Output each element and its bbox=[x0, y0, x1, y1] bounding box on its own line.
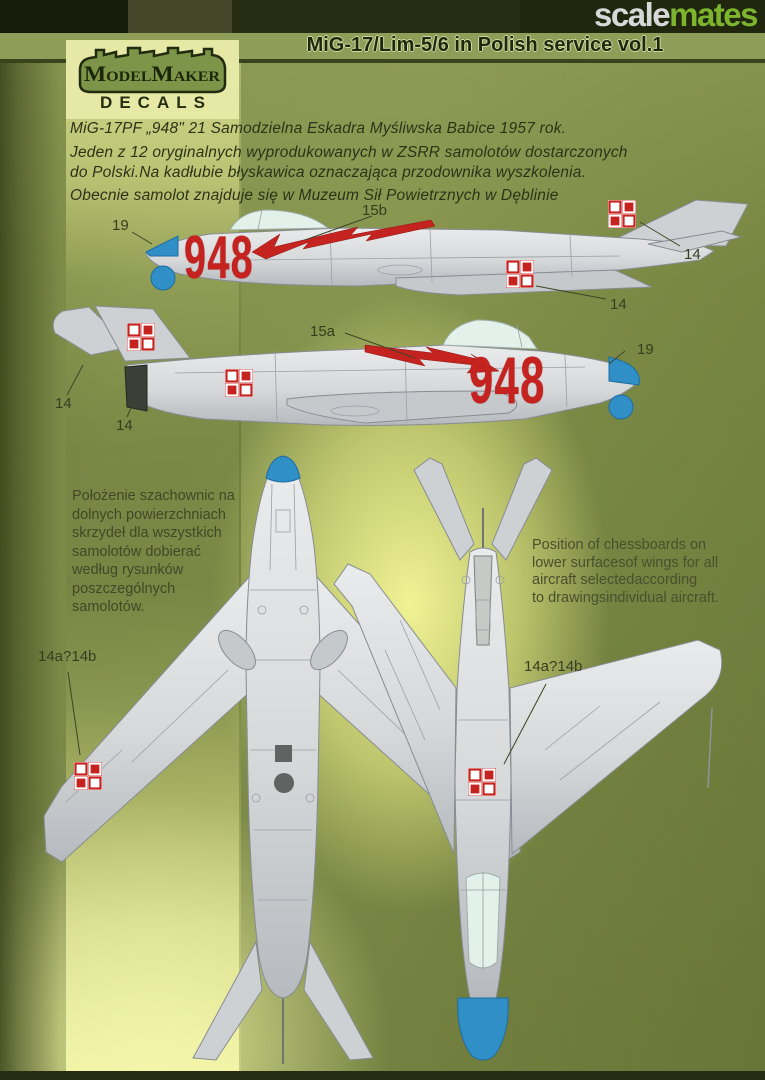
note-pl-line: samolotów. bbox=[72, 599, 145, 615]
blue-radome bbox=[265, 455, 301, 483]
callout-14-fus-side: 14 bbox=[116, 417, 133, 434]
callout-14-fus-top: 14 bbox=[610, 296, 627, 313]
fin-underside bbox=[473, 555, 493, 646]
blue-intake-lip bbox=[608, 356, 640, 386]
top-bar: scalemates bbox=[0, 0, 765, 33]
modelmaker-castle-icon: ModelMaker bbox=[78, 46, 227, 94]
callout-15b: 15b bbox=[362, 202, 388, 219]
callout-15a: 15a bbox=[310, 323, 336, 340]
callout-line-14a bbox=[66, 364, 84, 396]
note-en-line: lower surfacesof wings for all bbox=[532, 554, 719, 571]
aircraft-profile-starboard-view: 948 15a 19 14 14 bbox=[25, 303, 685, 448]
callout-line-14-fin bbox=[639, 221, 681, 247]
callout-line-left bbox=[67, 671, 81, 756]
note-pl-line: skrzydeł dla wszystkich bbox=[72, 525, 222, 541]
ventral-hatch bbox=[275, 745, 292, 762]
right-wing bbox=[509, 639, 723, 856]
fin-checkerboard bbox=[125, 321, 157, 353]
intro-line-4: Obecnie samolot znajduje się w Muzeum Si… bbox=[70, 187, 559, 204]
intro-line-2: Jeden z 12 oryginalnych wyprodukowanych … bbox=[70, 144, 628, 161]
tailplane-left bbox=[192, 940, 263, 1061]
sheet-left-shadow bbox=[0, 63, 60, 1072]
callout-14a-14b-left: 14a?14b bbox=[38, 648, 97, 665]
note-pl-line: poszczególnych bbox=[72, 580, 176, 597]
blue-intake-lip bbox=[145, 235, 179, 257]
logo-decals-text: DECALS bbox=[100, 93, 212, 112]
note-en-line: aircraft selectedaccording bbox=[532, 572, 698, 588]
watermark-part1: scale bbox=[594, 0, 671, 33]
wing-side-view bbox=[286, 390, 518, 424]
callout-14-fin-top: 14 bbox=[684, 246, 701, 263]
intro-line-3: do Polski.Na kadłubie błyskawica oznacza… bbox=[70, 164, 587, 181]
callout-line-right bbox=[503, 683, 547, 765]
background-stripe bbox=[66, 63, 241, 1072]
note-pl-line: według rysunków bbox=[72, 562, 184, 578]
tailplane-right bbox=[491, 457, 553, 561]
modelmaker-logo: ModelMaker DECALS bbox=[66, 40, 239, 119]
logo-brand-text: ModelMaker bbox=[84, 61, 220, 86]
watermark-part2: mates bbox=[669, 0, 758, 33]
scalemates-watermark: scalemates bbox=[594, 0, 758, 33]
tailplane bbox=[647, 230, 743, 253]
canopy bbox=[442, 319, 538, 350]
note-pl-line: dolnych powierzchniach bbox=[72, 506, 226, 523]
wing-checkerboard bbox=[466, 766, 498, 798]
title-separator bbox=[0, 59, 765, 63]
callout-19-top: 19 bbox=[112, 217, 129, 234]
note-en-line: to drawingsindividual aircraft. bbox=[532, 589, 719, 606]
wing-checkerboard bbox=[72, 760, 104, 792]
lightning-bolt-decal bbox=[251, 219, 436, 260]
note-english: Position of chessboards on lower surface… bbox=[532, 537, 757, 607]
tailplane-left bbox=[413, 457, 475, 561]
callout-line-19 bbox=[131, 231, 153, 245]
callout-14a-14b-right: 14a?14b bbox=[524, 658, 583, 675]
callout-14-fin-side: 14 bbox=[55, 395, 72, 412]
note-pl-line: Położenie szachownic na bbox=[72, 488, 235, 504]
fin-checkerboard bbox=[606, 198, 638, 230]
note-en-line: Position of chessboards on bbox=[532, 537, 707, 553]
page-title: MiG-17/Lim-5/6 in Polish service vol.1 bbox=[306, 34, 664, 56]
tactical-number: 948 bbox=[184, 224, 255, 291]
callout-line-15b bbox=[304, 215, 373, 241]
tactical-number: 948 bbox=[469, 343, 546, 417]
blue-radome bbox=[150, 265, 176, 291]
bottom-bar bbox=[0, 1071, 765, 1080]
exhaust-nozzle bbox=[124, 364, 148, 412]
plan-view-nose-down bbox=[333, 457, 723, 1061]
callout-line-19 bbox=[608, 350, 626, 365]
fuselage-checkerboard bbox=[223, 367, 255, 399]
wheel-bay-left bbox=[218, 629, 256, 671]
ventral-port bbox=[274, 773, 294, 793]
intro-line-1: MiG-17PF „948" 21 Samodzielna Eskadra My… bbox=[70, 120, 567, 137]
note-pl-line: samolotów dobierać bbox=[72, 543, 201, 560]
left-wing bbox=[333, 563, 457, 855]
fuselage-checkerboard bbox=[504, 258, 536, 290]
wingtip-pitot bbox=[707, 707, 713, 789]
note-polish: Położenie szachownic na dolnych powierzc… bbox=[72, 487, 262, 617]
tailplane-right bbox=[303, 940, 374, 1061]
blue-radome bbox=[608, 394, 634, 420]
callout-line-14-fus bbox=[535, 285, 607, 300]
blue-radome bbox=[457, 997, 509, 1061]
fuselage bbox=[245, 471, 321, 999]
callout-19-side: 19 bbox=[637, 341, 654, 358]
callout-line-14b bbox=[126, 398, 136, 418]
canopy bbox=[229, 209, 330, 231]
underside-plan-views: 14a?14b 14a?14b bbox=[0, 450, 765, 1072]
aircraft-profile-port-view: 948 19 15b 14 14 bbox=[100, 198, 749, 333]
callout-line-15a bbox=[344, 332, 416, 359]
wheel-bay-right bbox=[310, 629, 348, 671]
